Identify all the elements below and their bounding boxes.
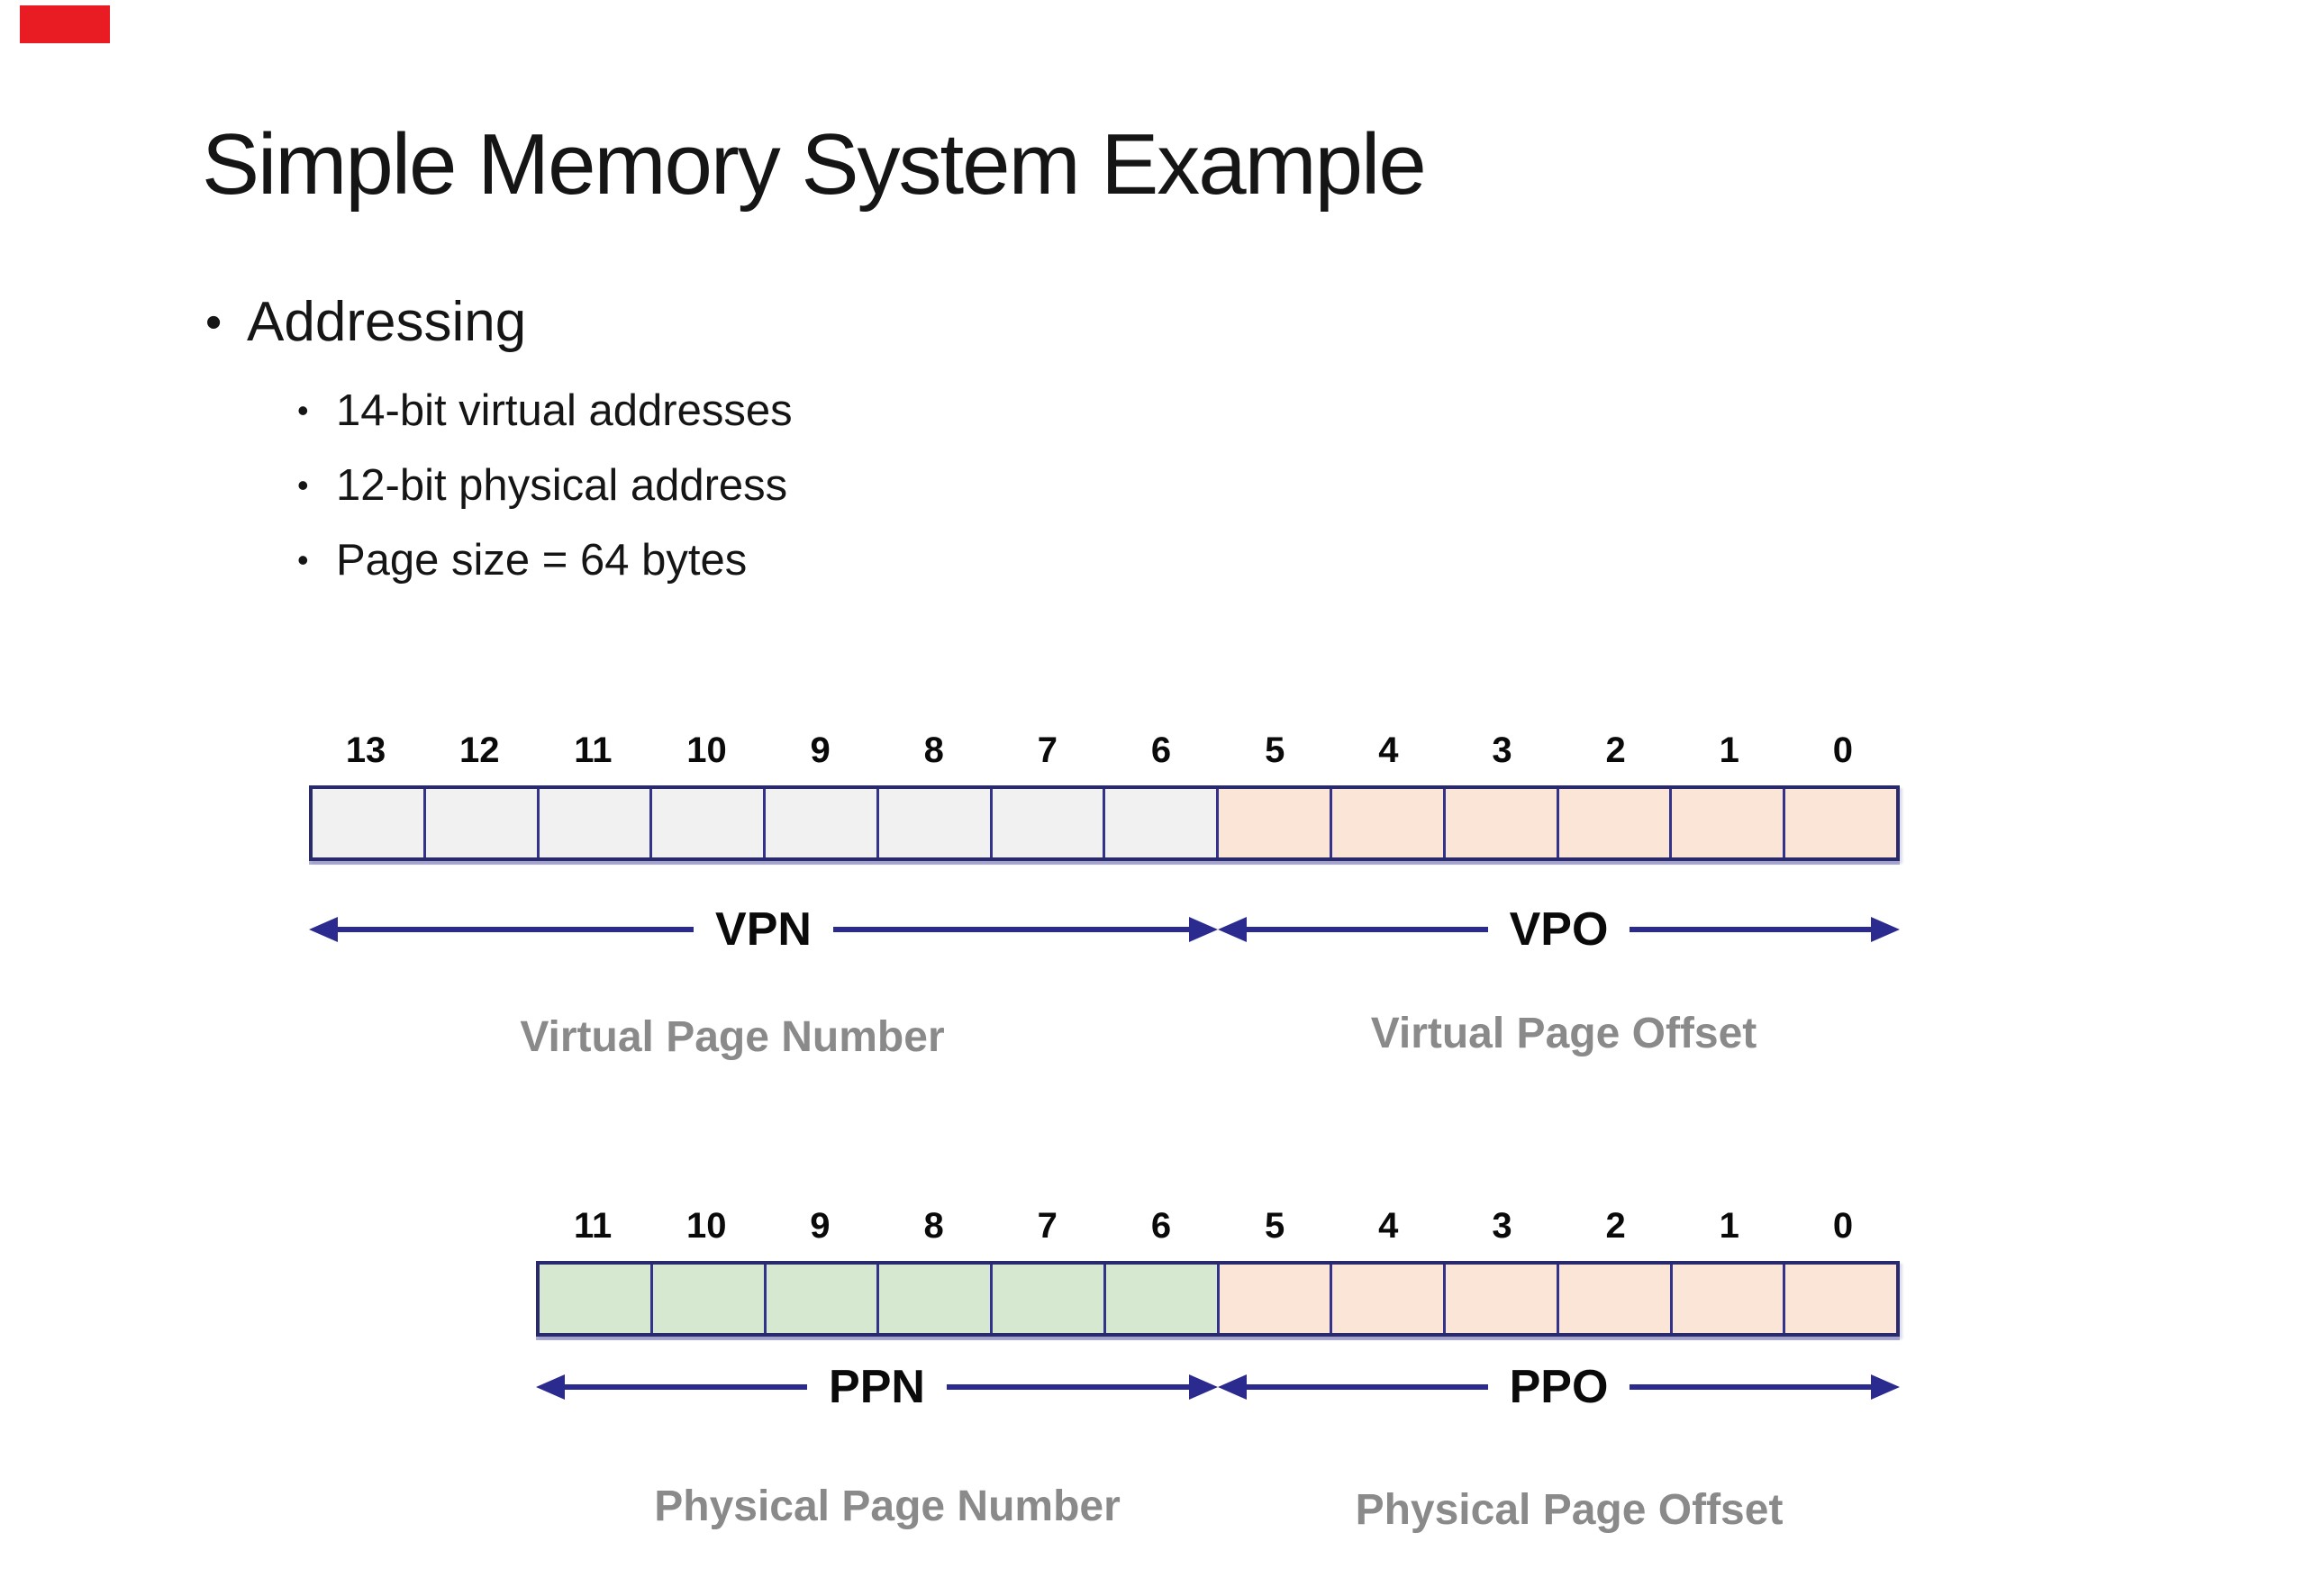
arrow-line (1247, 1384, 1488, 1390)
bit-cell (990, 1265, 1103, 1333)
arrowhead-right-icon (1189, 1374, 1219, 1400)
ppn-caption: Physical Page Number (654, 1483, 1121, 1530)
bullet-addressing: • Addressing (205, 290, 526, 354)
sub-bullet-label: Page size = 64 bytes (336, 535, 748, 585)
bullet-dot: • (297, 540, 309, 578)
bit-label: 0 (1832, 1206, 1854, 1246)
bit-label: 0 (1832, 730, 1854, 770)
bullet-dot: • (205, 295, 222, 349)
arrow-line (1630, 927, 1872, 932)
bit-cell (876, 789, 990, 857)
bit-label: 10 (686, 1206, 727, 1246)
virtual-address-bit-row (309, 785, 1900, 861)
bit-label: 8 (923, 730, 944, 770)
arrowhead-left-icon (1218, 1374, 1247, 1400)
bit-label: 9 (810, 730, 831, 770)
bit-label: 3 (1492, 1206, 1512, 1246)
bullet-dot: • (297, 466, 309, 503)
arrow-line (1247, 927, 1488, 932)
sub-bullet-list: • 14-bit virtual addresses • 12-bit phys… (297, 373, 793, 597)
bit-cell (540, 1265, 650, 1333)
arrowhead-left-icon (536, 1374, 565, 1400)
bit-label: 4 (1378, 1206, 1399, 1246)
ppo-label: PPO (1509, 1361, 1609, 1413)
bit-cell (989, 789, 1103, 857)
bit-cell (1103, 789, 1217, 857)
bit-cell (763, 1265, 877, 1333)
physical-address-bit-row (536, 1261, 1900, 1337)
ppn-span-arrow: PPN (536, 1355, 1219, 1419)
arrowhead-right-icon (1871, 917, 1901, 942)
bullet-label: Addressing (247, 291, 527, 353)
vpo-caption: Virtual Page Offset (1370, 1010, 1757, 1057)
bit-label: 11 (574, 730, 613, 770)
sub-bullet-virtual-addresses: • 14-bit virtual addresses (297, 373, 793, 448)
bit-cell (422, 789, 537, 857)
ppo-span-arrow: PPO (1218, 1355, 1901, 1419)
bit-cell (1556, 789, 1670, 857)
bit-cell (1216, 789, 1330, 857)
bit-cell (1783, 789, 1896, 857)
bit-cell (1442, 789, 1557, 857)
ppo-caption: Physical Page Offset (1355, 1486, 1784, 1534)
bit-label: 5 (1265, 730, 1285, 770)
vpn-caption: Virtual Page Number (520, 1013, 945, 1061)
vpo-label: VPO (1509, 903, 1609, 956)
bit-cell (1103, 1265, 1217, 1333)
bit-label: 7 (1037, 730, 1058, 770)
sub-bullet-label: 12-bit physical address (336, 460, 788, 510)
arrow-line (338, 927, 695, 932)
bit-cell (649, 1265, 764, 1333)
ppn-label: PPN (829, 1361, 925, 1413)
bit-label: 3 (1492, 730, 1512, 770)
sub-bullet-page-size: • Page size = 64 bytes (297, 522, 793, 597)
bit-cell (1216, 1265, 1330, 1333)
bit-cell (876, 1265, 990, 1333)
bit-label: 13 (345, 730, 386, 770)
bit-cell (1669, 1265, 1784, 1333)
arrowhead-right-icon (1871, 1374, 1901, 1400)
arrow-line (1630, 1384, 1872, 1390)
bit-cell (536, 789, 650, 857)
bit-label: 8 (923, 1206, 944, 1246)
bullet-dot: • (297, 391, 309, 429)
arrowhead-right-icon (1189, 917, 1219, 942)
vpo-span-arrow: VPO (1218, 897, 1901, 962)
sub-bullet-physical-address: • 12-bit physical address (297, 448, 793, 522)
bit-cell (313, 789, 423, 857)
bit-cell (1443, 1265, 1557, 1333)
bit-label: 10 (686, 730, 727, 770)
bit-label: 2 (1605, 1206, 1626, 1246)
bit-label: 4 (1378, 730, 1399, 770)
bit-label: 12 (458, 730, 500, 770)
bit-cell (763, 789, 876, 857)
sub-bullet-label: 14-bit virtual addresses (336, 385, 793, 435)
bit-cell (1669, 789, 1784, 857)
arrow-line (565, 1384, 808, 1390)
arrow-line (832, 927, 1190, 932)
bit-cell (649, 789, 764, 857)
bit-cell (1556, 1265, 1670, 1333)
bit-label: 6 (1150, 730, 1172, 770)
bit-label: 1 (1719, 730, 1739, 770)
arrowhead-left-icon (1218, 917, 1247, 942)
vpn-span-arrow: VPN (309, 897, 1219, 962)
arrowhead-left-icon (309, 917, 338, 942)
video-progress-marker (20, 5, 110, 43)
bit-cell (1330, 1265, 1443, 1333)
bit-label: 6 (1150, 1206, 1172, 1246)
bit-cell (1330, 789, 1443, 857)
bit-label: 11 (573, 1206, 613, 1246)
bit-label: 2 (1605, 730, 1626, 770)
bit-label: 9 (810, 1206, 831, 1246)
bit-label: 1 (1719, 1206, 1739, 1246)
slide-title: Simple Memory System Example (202, 116, 1427, 213)
vpn-label: VPN (715, 903, 812, 956)
arrow-line (946, 1384, 1190, 1390)
bit-label: 5 (1264, 1206, 1285, 1246)
bit-label: 7 (1037, 1206, 1058, 1246)
bit-cell (1783, 1265, 1896, 1333)
